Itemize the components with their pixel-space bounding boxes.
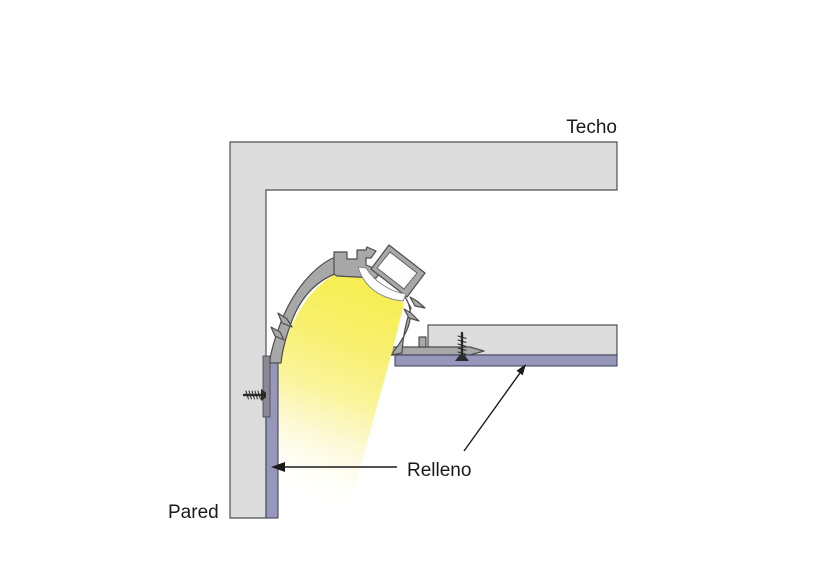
profile-spring-clip <box>277 312 293 328</box>
wall-screw <box>242 389 266 401</box>
led-profile <box>269 244 426 364</box>
label-pared: Pared <box>168 502 219 523</box>
profile-diffuser <box>357 266 407 302</box>
profile-led-cavity <box>376 251 418 290</box>
profile-spring-clip <box>403 308 420 322</box>
arrow-to-panel-filler <box>463 364 526 452</box>
profile-wall-flange <box>262 355 271 418</box>
profile-left-body <box>269 256 341 364</box>
arrow-head <box>271 462 285 472</box>
arrow-to-wall-filler <box>271 462 397 472</box>
profile-flange-tab <box>418 336 427 348</box>
profile-spring-clip <box>409 296 426 309</box>
wall-screw-head <box>261 389 266 401</box>
panel-screw-head <box>455 355 469 361</box>
arrow-line <box>463 372 521 452</box>
arrow-head <box>516 364 526 376</box>
light-beam <box>278 273 404 520</box>
panel-screw-threads <box>457 335 467 355</box>
profile-spring-clip <box>270 326 285 341</box>
panel-screw <box>455 331 469 361</box>
panel-filler-strip <box>394 354 618 367</box>
label-techo: Techo <box>566 117 617 138</box>
profile-mounting-channel <box>333 246 380 279</box>
wall-ceiling-structure <box>229 141 618 519</box>
wall-screw-threads <box>245 390 261 400</box>
profile-panel-flange <box>390 346 485 356</box>
label-relleno: Relleno <box>407 460 471 481</box>
